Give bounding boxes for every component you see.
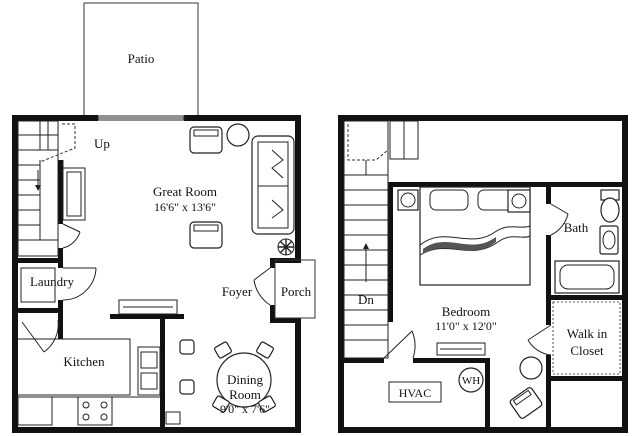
- nightstand-lamp-right: [507, 189, 531, 213]
- walk-in-closet-label-line2: Closet: [570, 343, 604, 358]
- refrigerator: [17, 396, 53, 426]
- bedroom-label: Bedroom: [442, 304, 490, 319]
- foyer-label: Foyer: [222, 284, 253, 299]
- kitchen-island: [137, 346, 161, 396]
- great-room-label: Great Room: [153, 184, 217, 199]
- dining-room-label-line2: Room: [229, 387, 261, 402]
- plant-icon: [277, 238, 295, 256]
- laundry-washer: [20, 267, 56, 303]
- bath-label: Bath: [564, 220, 589, 235]
- stair-railing: [62, 167, 86, 221]
- armchair: [509, 387, 543, 419]
- floor-lamp: [519, 356, 543, 380]
- toilet: [600, 189, 620, 223]
- porch-outline: [274, 259, 316, 319]
- stairs-down: [343, 120, 389, 359]
- first-floor-exterior-walls: [12, 115, 301, 433]
- closet-door-swing-right: [527, 324, 552, 356]
- second-floor-exterior-walls: [338, 115, 628, 433]
- dining-table: [212, 341, 276, 413]
- stairs-up: [17, 120, 76, 257]
- kitchen-door-swing: [21, 319, 59, 353]
- closet-shelf: [552, 301, 621, 375]
- hvac-label: HVAC: [399, 386, 431, 400]
- bath-door-swing: [550, 203, 569, 236]
- pantry-door: [165, 411, 181, 425]
- patio-label: Patio: [128, 51, 155, 66]
- entry-door-swing: [253, 267, 271, 306]
- sink: [599, 225, 619, 255]
- stove: [77, 396, 113, 426]
- second-floor-interior-walls: [344, 182, 622, 427]
- bedroom-door-swing: [383, 330, 416, 359]
- walk-in-closet-label-line1: Walk in: [567, 326, 608, 341]
- water-heater-label: WH: [462, 375, 480, 387]
- porch-label: Porch: [281, 284, 312, 299]
- water-heater: [458, 367, 484, 393]
- bedroom-size: 11'0" x 12'0": [435, 319, 497, 333]
- stairs-up-label: Up: [94, 136, 110, 151]
- nightstand-lamp-left: [397, 189, 419, 211]
- kitchen-counter-outline: [18, 338, 131, 396]
- great-room-size: 16'6" x 13'6": [154, 200, 216, 214]
- bed: [419, 186, 531, 286]
- dining-room-label-line1: Dining: [227, 372, 264, 387]
- laundry-label: Laundry: [30, 274, 75, 289]
- second-floor-plan: Dn Bedroom 11'0" x 12'0": [338, 115, 628, 433]
- stairs-down-label: Dn: [358, 292, 374, 307]
- closet-door-swing: [62, 223, 81, 249]
- kitchen-label: Kitchen: [63, 354, 105, 369]
- great-room-furniture: [189, 123, 295, 249]
- laundry-door-swing: [62, 267, 97, 301]
- bathtub: [554, 260, 620, 294]
- first-floor-plan: Patio: [12, 2, 316, 433]
- dining-room-size: 9'0" x 7'6": [220, 402, 270, 416]
- bar-stools: [179, 339, 195, 395]
- hvac-unit: [388, 381, 442, 403]
